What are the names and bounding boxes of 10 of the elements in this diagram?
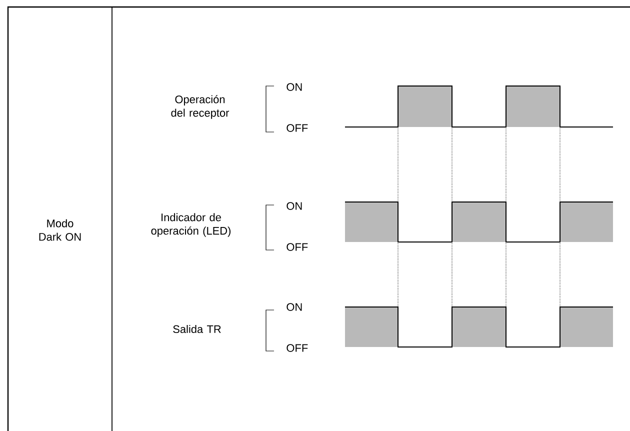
state-label: ON <box>286 202 302 210</box>
state-label: ON <box>286 83 302 91</box>
signal-label: Salida TR <box>173 324 221 334</box>
state-label: ON <box>286 303 302 311</box>
mode-label: Modo Dark ON <box>39 219 81 241</box>
state-label: OFF <box>286 344 308 352</box>
signal-label: Indicador de operación (LED) <box>151 213 230 237</box>
signal-label: Operación del receptor <box>171 95 230 119</box>
state-label: OFF <box>286 124 308 132</box>
state-label: OFF <box>286 243 308 251</box>
